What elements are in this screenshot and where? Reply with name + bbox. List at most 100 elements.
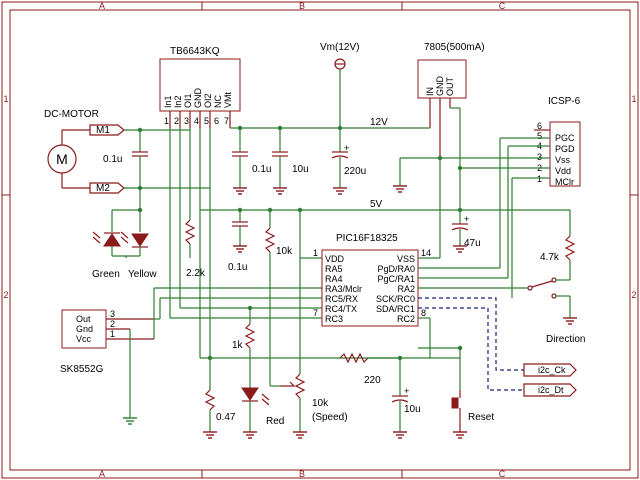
direction-switch: 4.7k Direction [524,210,585,345]
resistor-10k-mclr: 10k [264,210,322,289]
mcu-pin-rc1: SDA/RC1 [376,304,415,314]
speed-potentiometer: 10k (Speed) [269,258,348,439]
driver-pin-num-5: 5 [204,116,209,126]
regulator-name: 7805(500mA) [424,42,485,53]
r47k-value: 4.7k [540,252,560,263]
dc-motor: DC-MOTOR M M1 M2 [44,109,125,194]
rail-5v-label: 5V [370,199,383,210]
driver-pin-oi2: OI2 [203,93,213,108]
row-label-1-left: 1 [3,94,8,104]
rail-12v-label: 12V [370,117,388,128]
mcu-pin-rc2: RC2 [397,314,415,324]
driver-pin-num-7: 7 [224,116,229,126]
led-red-label: Red [266,416,284,427]
mcu-pin-vss: VSS [397,254,415,264]
mcu-pin-ra5: RA5 [325,264,343,274]
col-label-b-top: B [299,1,305,11]
col-label-b-bottom: B [299,469,305,479]
cap-10u-value: 10u [404,404,421,415]
driver-pin-oi1: OI1 [183,93,193,108]
shunt-resistor: 0.47 [199,188,460,439]
driver-pin-gnd: GND [193,88,203,109]
cap-12v-a-value: 0.1u [252,164,271,175]
cap-12v-c-value: 220u [344,166,366,177]
led-green-label: Green [92,269,120,280]
mcu-pin-ra1: PgC/RA1 [377,274,415,284]
driver-pin-num-1: 1 [164,116,169,126]
r10k-value: 10k [276,246,293,257]
svg-text:+: + [404,386,409,396]
mcu-pin-num-8: 8 [421,308,426,318]
col-label-c-bottom: C [499,469,506,479]
icsp-pin-vdd: Vdd [555,166,571,176]
icsp-pin-num-3: 3 [537,152,542,162]
col-label-c-top: C [499,1,506,11]
led-indicators: Green Yellow [92,188,157,280]
icsp-pin-vss: Vss [555,155,571,165]
rail-12v: 12V 0.1u 10u + 220u [230,117,430,195]
driver-pin-nc: NC [213,95,223,108]
regulator-7805: 7805(500mA) IN GND OUT [417,42,485,158]
mcu-name: PIC16F18325 [336,233,398,244]
r047-value: 0.47 [216,412,236,423]
r1k-value: 1k [232,340,244,351]
i2c-clock-label: i2c_Ck [538,365,566,375]
vm-label: Vm(12V) [320,42,359,53]
driver-pin-num-6: 6 [214,116,219,126]
reg-pin-out: OUT [445,77,455,97]
mcu-pin-rc0: SCK/RC0 [376,294,415,304]
icsp-pin-num-1: 1 [537,174,542,184]
mcu-pin-num-7: 7 [313,308,318,318]
r220-value: 220 [364,375,381,386]
driver-pin-in2: In2 [173,95,183,108]
sensor-pin-vcc: Vcc [76,334,92,344]
col-label-a-top: A [99,1,105,11]
resistor-2-2k: 2.2k [184,200,206,279]
icsp-pin-pgc: PGC [555,133,575,143]
reset-label: Reset [468,412,494,423]
mcu-pin-ra3: RA3/Mclr [325,284,362,294]
pot-value: 10k [312,398,329,409]
mcu-pin-vdd: VDD [325,254,345,264]
filter-network: 220 + 10u [339,352,421,439]
i2c-data-label: i2c_Dt [538,385,564,395]
mcu-pic16f18325: PIC16F18325 VDD RA5 RA4 RA3/Mclr RC5/RX … [313,233,431,327]
motor-driver-ic: TB6643KQ In1 In2 OI1 GND OI2 NC VMt 1 2 … [159,46,241,128]
mcu-pin-rc3: RC3 [325,314,343,324]
mcu-pin-num-14: 14 [421,248,431,258]
row-label-2-left: 2 [3,290,8,300]
svg-text:+: + [464,214,469,224]
cap-5v-a-value: 0.1u [228,262,247,273]
motor-name: DC-MOTOR [44,109,99,120]
r22k-value: 2.2k [186,268,206,279]
driver-pin-in1: In1 [163,95,173,108]
sensor-pin-out: Out [76,314,91,324]
mcu-pin-ra0: PgD/RA0 [377,264,415,274]
motor-m2-label: M2 [96,183,110,194]
vm-source: Vm(12V) [320,42,359,128]
icsp-pin-num-5: 5 [537,131,542,141]
sensor-pin-gnd: Gnd [76,324,93,334]
motor-symbol: M [56,151,68,167]
driver-pin-num-4: 4 [194,116,199,126]
driver-pin-num-3: 3 [184,116,189,126]
sensor-pin-num-3: 3 [110,309,115,319]
mcu-pin-rc5: RC5/RX [325,294,358,304]
icsp-pin-num-6: 6 [537,121,542,131]
svg-text:+: + [344,143,349,153]
icsp-connector: ICSP-6 PGC PGD Vss Vdd MClr 6 5 4 3 2 1 [457,96,581,298]
direction-label: Direction [546,334,585,345]
cap-12v-b-value: 10u [292,164,309,175]
mcu-pin-rc4: RC4/TX [325,304,357,314]
icsp-pin-pgd: PGD [555,144,575,154]
mcu-pin-ra2: RA2 [397,284,415,294]
reg-ground-net [393,155,520,193]
mcu-pin-num-1: 1 [313,248,318,258]
reg-pin-gnd: GND [435,76,445,97]
reg-pin-in: IN [425,87,435,96]
icsp-pin-mclr: MClr [555,177,574,187]
cap-5v-b-value: 47u [464,238,481,249]
i2c-bus: i2c_Ck i2c_Dt [418,297,577,397]
